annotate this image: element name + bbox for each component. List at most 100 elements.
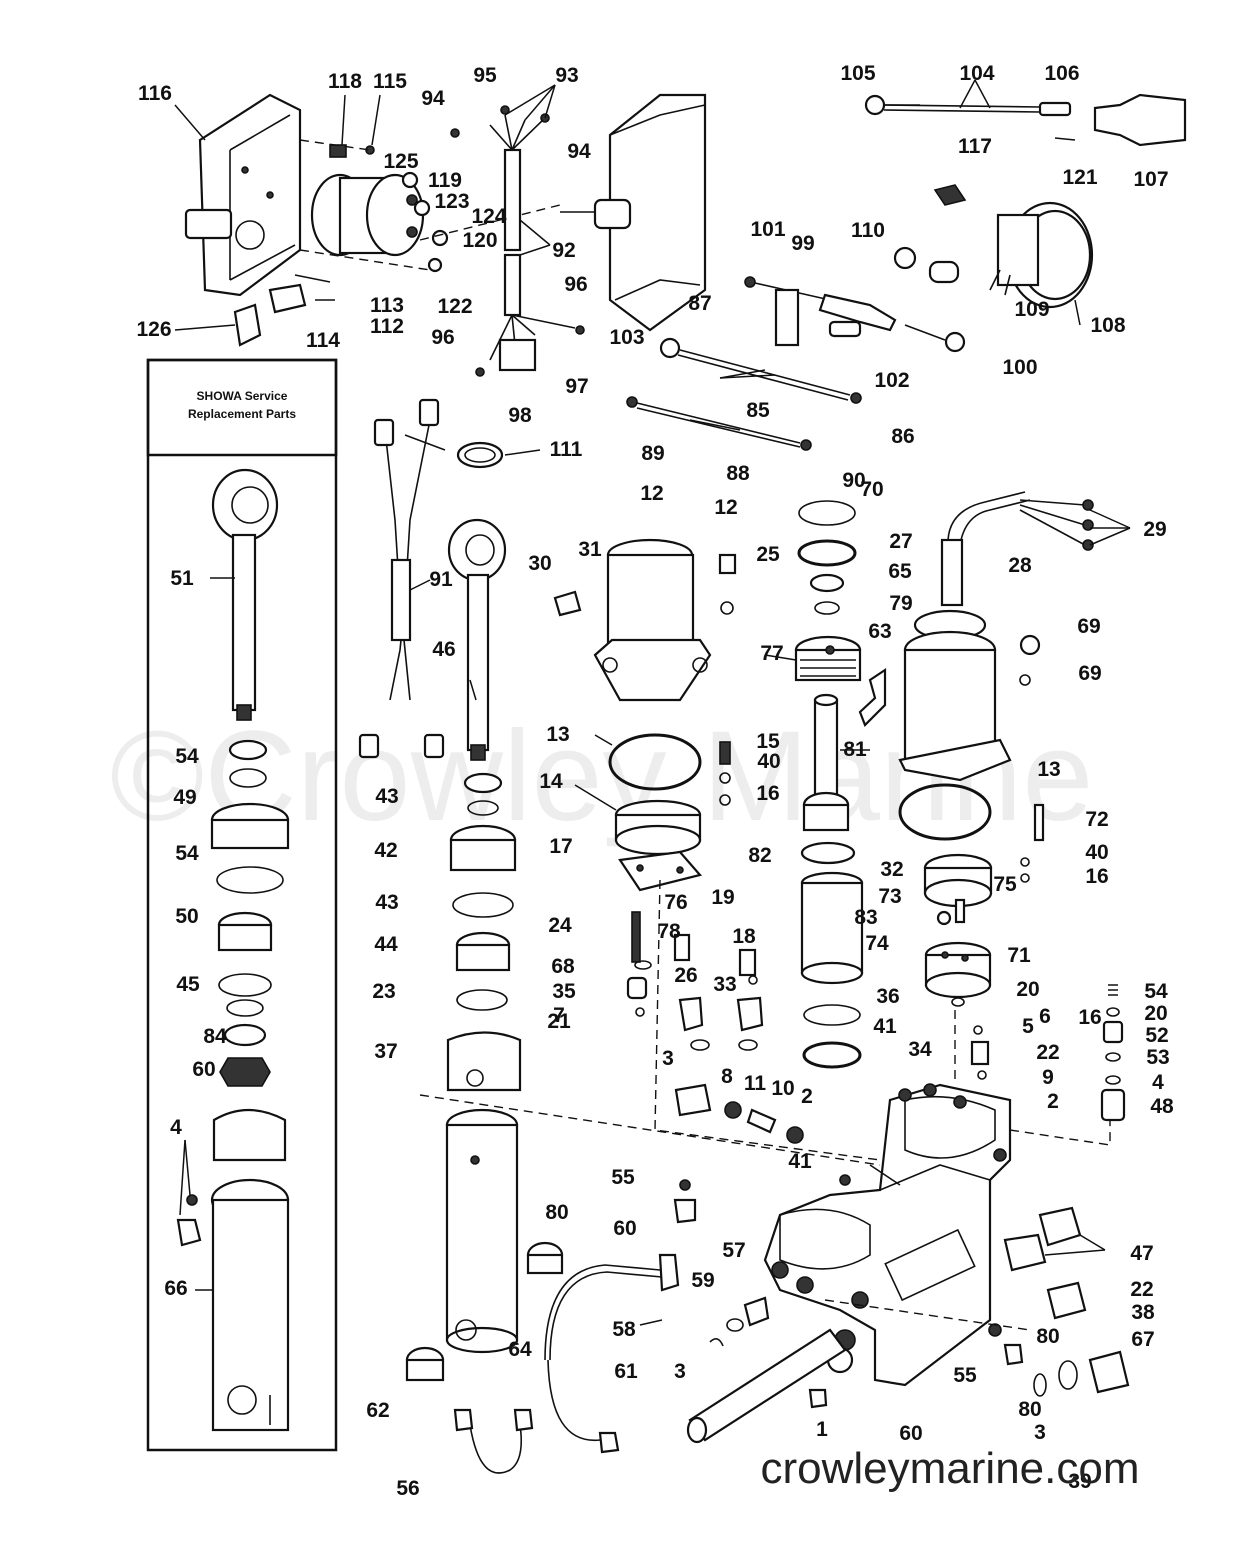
leader-lines — [174, 79, 1131, 1326]
part-number-label: 41 — [873, 1015, 897, 1038]
cylinder-cap-41-part — [446, 1031, 522, 1092]
part-number-label: 85 — [746, 399, 770, 422]
part-number-label: 44 — [374, 933, 398, 956]
part-number-label: 24 — [548, 914, 572, 937]
part-number-label: 82 — [748, 844, 771, 867]
part-number-label: 45 — [176, 973, 200, 996]
plate-17-part — [618, 850, 703, 892]
part-number-label: 117 — [958, 135, 992, 158]
part-number-label: 50 — [175, 905, 198, 928]
wire-85-part — [659, 337, 862, 404]
part-number-label: 21 — [547, 1010, 571, 1033]
part-number-label: 95 — [473, 64, 497, 87]
part-number-label: 54 — [175, 745, 199, 768]
part-number-label: 96 — [564, 273, 587, 296]
valve-body-32-71 — [923, 803, 1045, 1007]
part-number-label: 58 — [612, 1318, 636, 1341]
cylinder-tube-part — [445, 1108, 519, 1354]
part-number-label: 4 — [1152, 1071, 1164, 1094]
piston-rod-46-part — [447, 518, 507, 761]
part-number-label: 71 — [1007, 944, 1031, 967]
part-number-label: 25 — [756, 543, 780, 566]
part-number-label: 13 — [1037, 758, 1060, 781]
part-number-label: 16 — [1078, 1006, 1101, 1029]
part-number-label: 27 — [889, 530, 912, 553]
part-number-label: 1 — [816, 1418, 828, 1441]
part-number-label: 56 — [396, 1477, 419, 1500]
part-number-label: 16 — [756, 782, 779, 805]
part-number-label: 60 — [899, 1422, 922, 1445]
small-valve-parts — [626, 911, 804, 1144]
part-number-label: 78 — [657, 920, 681, 943]
part-number-label: 41 — [788, 1150, 812, 1173]
showa-piston-rod-part — [211, 468, 279, 721]
part-number-label: 89 — [641, 442, 664, 465]
part-number-label: 80 — [1018, 1398, 1041, 1421]
control-box-cover-part — [560, 93, 707, 332]
part-number-label: 54 — [1144, 980, 1168, 1003]
part-number-label: 63 — [868, 620, 891, 643]
part-number-label: 111 — [550, 438, 583, 461]
showa-cylinder-part — [176, 1109, 290, 1432]
part-number-label: 121 — [1062, 166, 1097, 189]
part-number-label: 51 — [170, 567, 194, 590]
part-number-label: 28 — [1008, 554, 1032, 577]
clamp-111-part — [456, 441, 504, 469]
part-number-label: 39 — [1068, 1470, 1091, 1493]
part-number-label: 124 — [471, 205, 506, 228]
part-number-label: 107 — [1133, 168, 1168, 191]
part-number-label: 70 — [860, 478, 883, 501]
part-number-label: 18 — [732, 925, 756, 948]
part-number-label: 83 — [854, 906, 877, 929]
part-number-label: 23 — [372, 980, 395, 1003]
pump-motor-28-part — [898, 491, 1094, 782]
fittings-60-right — [1003, 1206, 1130, 1397]
part-number-label: 105 — [840, 62, 875, 85]
part-number-label: 47 — [1130, 1242, 1153, 1265]
part-number-label: 40 — [757, 750, 780, 773]
part-number-label: 52 — [1145, 1024, 1168, 1047]
part-number-label: 12 — [714, 496, 737, 519]
showa-seals-part — [210, 739, 290, 1087]
trim-gauge-part — [893, 201, 1094, 309]
part-number-label: 43 — [375, 891, 398, 914]
part-number-label: 103 — [609, 326, 644, 349]
part-number-label: 55 — [611, 1166, 635, 1189]
part-number-label: 34 — [908, 1038, 932, 1061]
sleeve-83-part — [800, 841, 864, 1069]
part-number-label: 26 — [674, 964, 697, 987]
seal-stack-center-part — [449, 772, 517, 1011]
part-number-label: 74 — [865, 932, 889, 955]
part-number-label: 6 — [1039, 1005, 1051, 1028]
part-number-label: 48 — [1150, 1095, 1174, 1118]
o-rings-70-27 — [797, 500, 857, 615]
part-number-label: 106 — [1044, 62, 1079, 85]
wire-99-part — [744, 276, 966, 353]
part-number-label: 113 — [370, 294, 404, 317]
seal-ring-13-right — [898, 783, 992, 841]
wire-lead-104-part — [864, 93, 1187, 206]
part-number-label: 17 — [549, 835, 572, 858]
manual-release-81 — [802, 693, 850, 832]
showa-service-box: SHOWA Service Replacement Parts — [146, 358, 338, 1452]
part-number-label: 10 — [771, 1077, 794, 1100]
part-number-label: 125 — [383, 150, 418, 173]
part-number-label: 110 — [851, 219, 885, 242]
part-number-label: 94 — [567, 140, 591, 163]
part-number-label: 122 — [437, 295, 472, 318]
part-number-label: 94 — [421, 87, 445, 110]
part-number-label: 14 — [539, 770, 563, 793]
part-number-label: 86 — [891, 425, 914, 448]
part-number-label: 109 — [1014, 298, 1049, 321]
part-number-label: 120 — [462, 229, 497, 252]
part-number-label: 93 — [555, 64, 578, 87]
part-number-label: 49 — [173, 786, 196, 809]
part-number-label: 118 — [328, 70, 362, 93]
part-number-label: 43 — [375, 785, 398, 808]
part-number-label: 57 — [722, 1239, 745, 1262]
part-number-label: 73 — [878, 885, 901, 908]
part-number-label: 2 — [801, 1085, 813, 1108]
part-number-label: 35 — [552, 980, 576, 1003]
part-number-label: 22 — [1130, 1278, 1153, 1301]
